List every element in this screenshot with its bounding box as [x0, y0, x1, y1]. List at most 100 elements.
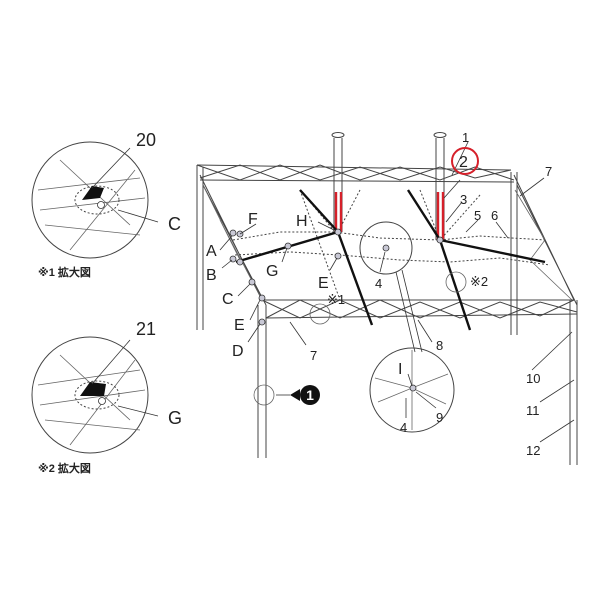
callout-arrow-icon — [290, 389, 300, 401]
joint-h — [334, 228, 342, 236]
highlight-ring-2 — [451, 147, 479, 175]
back-left-leg — [196, 165, 204, 330]
pole-cap-left — [331, 132, 345, 138]
leader-4a — [379, 251, 386, 273]
leader-6 — [495, 221, 509, 239]
leader-to-detail-i — [395, 269, 423, 353]
middle-dotted-rail — [232, 231, 546, 241]
top-back-rail — [196, 164, 512, 171]
label-e1: E — [318, 275, 329, 292]
zoom2-bolt — [98, 397, 106, 405]
joint-4 — [382, 244, 390, 252]
label-12: 12 — [526, 443, 540, 458]
zoom1-bolt — [97, 201, 105, 209]
detail-circle-center — [359, 221, 413, 275]
joint-g — [284, 242, 292, 250]
joint-e2 — [258, 294, 266, 302]
label-5: 5 — [474, 208, 481, 223]
leader-c2 — [237, 283, 251, 297]
label-7a: 7 — [545, 164, 552, 179]
front-left-leg — [257, 305, 267, 458]
zoom2-struts — [37, 354, 146, 446]
top-back-truss-lower — [199, 164, 515, 181]
front-truss-zigzag-b — [265, 299, 578, 319]
callout-1-marker: 1 — [290, 385, 320, 405]
leader-7b — [289, 321, 307, 346]
leader-d — [247, 323, 261, 343]
label-4a: 4 — [375, 276, 382, 291]
front-right-leg — [569, 300, 578, 465]
label-6: 6 — [491, 208, 498, 223]
joint-e — [334, 252, 342, 260]
front-truss-zigzag-a — [261, 299, 575, 319]
joint-d — [258, 318, 266, 326]
joint-right-hub — [436, 236, 444, 244]
zoom2-dotted-ellipse — [74, 380, 120, 410]
rafter-left — [235, 230, 374, 326]
joint-b2 — [236, 258, 244, 266]
label-20: 20 — [136, 130, 156, 150]
middle-dotted-rail-2 — [234, 251, 551, 266]
label-21: 21 — [136, 319, 156, 339]
zoom-detail-1 — [31, 141, 159, 259]
zoom-detail-i — [369, 347, 455, 433]
leader-10 — [531, 331, 573, 371]
label-11: 11 — [526, 403, 540, 418]
leader-7a — [519, 177, 545, 197]
rafter-right-up — [406, 189, 472, 331]
leader-12 — [539, 419, 575, 443]
leader-21 — [91, 339, 131, 385]
label-3: 3 — [460, 192, 467, 207]
leader-lines — [219, 141, 575, 443]
leader-e1 — [329, 257, 338, 271]
leader-g1 — [117, 405, 159, 417]
leader-11 — [539, 379, 575, 403]
leader-g2 — [281, 247, 288, 263]
leader-a — [219, 235, 233, 251]
leader-h — [317, 221, 335, 231]
rafter-left-up — [299, 189, 339, 233]
leader-2 — [443, 179, 461, 199]
label-h: H — [296, 213, 308, 230]
zoom2-circle — [31, 336, 149, 454]
zoom1-part-20 — [82, 186, 104, 200]
leader-8 — [417, 319, 433, 343]
label-f: F — [248, 211, 258, 228]
leader-b — [221, 259, 233, 269]
leader-f — [239, 223, 257, 235]
label-1: 1 — [462, 130, 469, 145]
zoom-i-circle — [369, 347, 455, 433]
label-10: 10 — [526, 371, 540, 386]
joint-c — [248, 278, 256, 286]
tent-frame — [196, 132, 578, 465]
zoom1-circle — [31, 141, 149, 259]
label-9: 9 — [436, 410, 443, 425]
top-back-rail-2 — [199, 179, 515, 183]
label-2: 2 — [459, 154, 468, 171]
right-side-rail — [513, 174, 578, 306]
part-2-highlight-right — [436, 192, 445, 240]
label-c1: C — [168, 214, 181, 234]
right-side-truss — [514, 189, 573, 301]
detail-circle-ref1 — [309, 303, 331, 325]
zoom-detail-2 — [31, 336, 159, 454]
back-right-leg — [510, 172, 518, 335]
label-ref2: ※2 — [470, 274, 488, 289]
label-e2: E — [234, 317, 245, 334]
part-2-highlight-left — [334, 192, 343, 232]
label-ref1: ※1 — [327, 292, 345, 307]
callout-number: 1 — [306, 387, 314, 403]
label-g1: G — [168, 408, 182, 428]
leader-9 — [415, 391, 437, 409]
label-4b: 4 — [400, 420, 407, 435]
leader-5 — [465, 219, 479, 233]
front-rails — [262, 299, 578, 319]
label-g2: G — [266, 263, 278, 280]
label-a: A — [206, 243, 217, 260]
label-b: B — [206, 267, 217, 284]
joint-a — [229, 229, 237, 237]
detail-circle-ref2 — [445, 271, 467, 293]
label-c2: C — [222, 291, 234, 308]
zoom1-dotted-ellipse — [74, 185, 120, 215]
